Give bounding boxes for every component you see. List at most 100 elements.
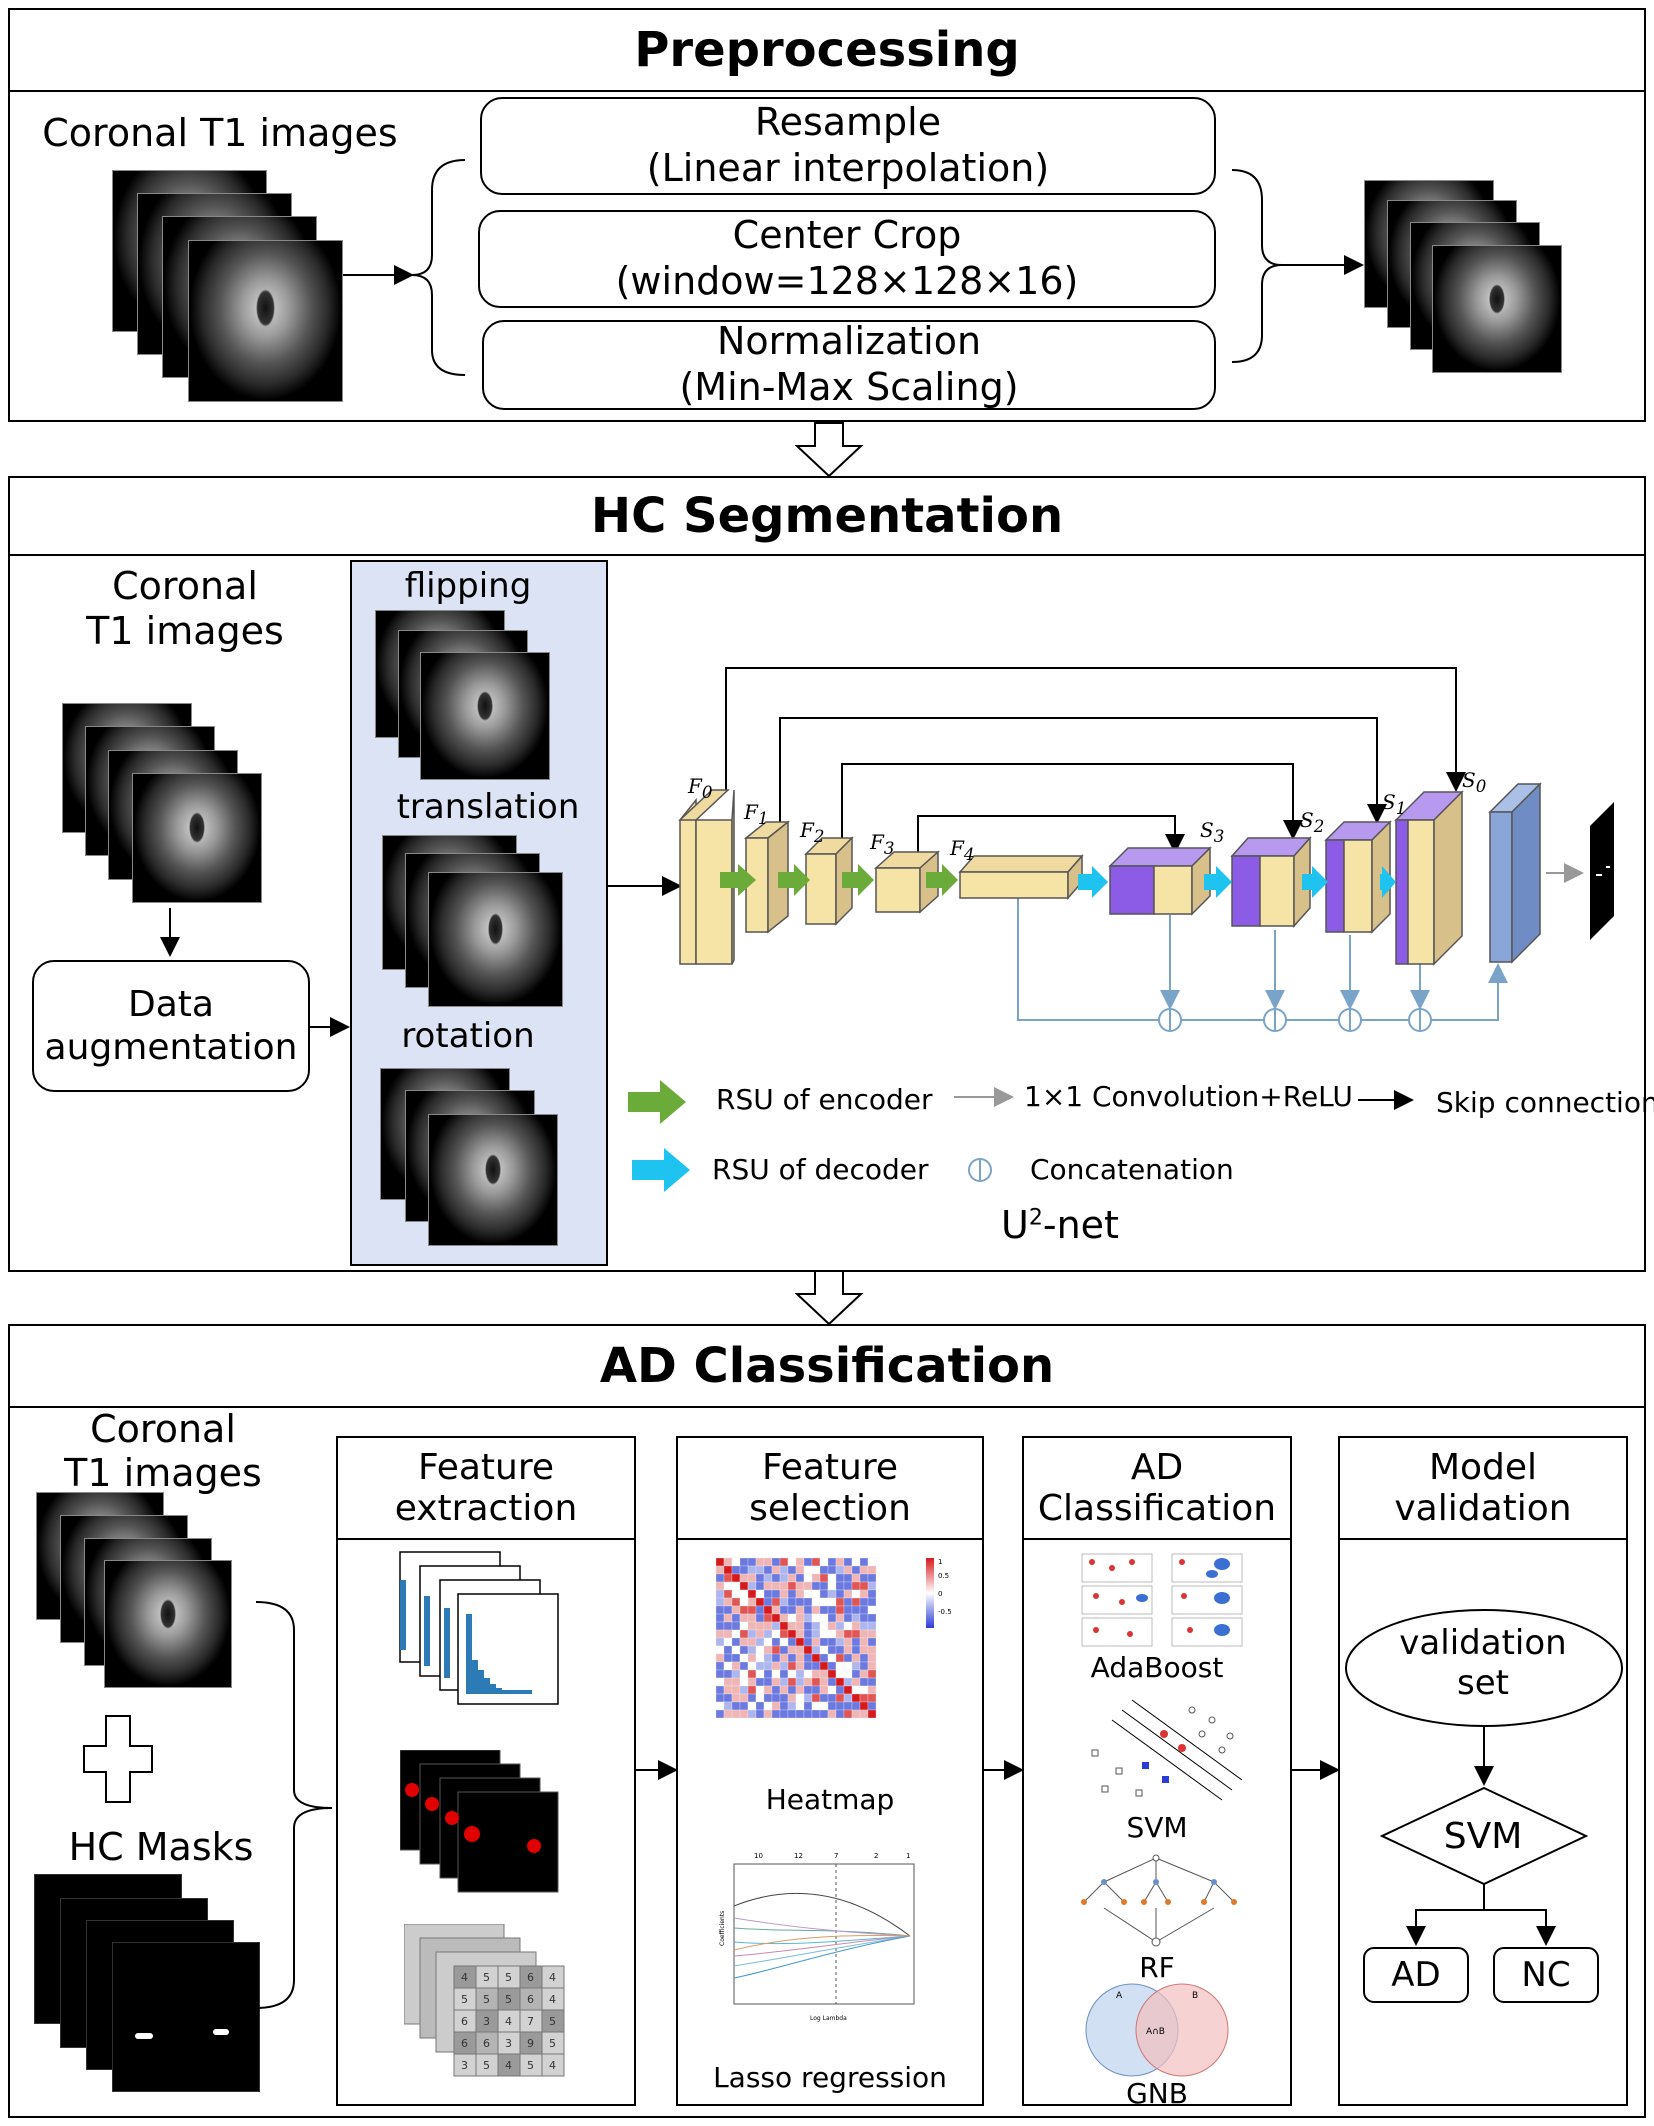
heatmap-cell xyxy=(843,1685,853,1695)
ad-classification-column: AD Classification AdaBoost SVM xyxy=(1022,1436,1292,2110)
heatmap-cell xyxy=(755,1637,765,1647)
heatmap-cell xyxy=(715,1661,725,1671)
heatmap-cell xyxy=(811,1637,821,1647)
classification-title: AD Classification xyxy=(10,1326,1644,1408)
heatmap-cell xyxy=(795,1629,805,1639)
heatmap-cell xyxy=(819,1621,829,1631)
validation-flow xyxy=(1345,1609,1623,2003)
heatmap-cell xyxy=(755,1629,765,1639)
heatmap-cell xyxy=(851,1693,861,1703)
heatmap-cell xyxy=(867,1557,877,1567)
heatmap-cell xyxy=(795,1589,805,1599)
heatmap-cell xyxy=(755,1581,765,1591)
heatmap-cell xyxy=(795,1693,805,1703)
heatmap-cell xyxy=(803,1693,813,1703)
heatmap-cell xyxy=(843,1701,853,1711)
heatmap-cell xyxy=(859,1653,869,1663)
heatmap-cell xyxy=(867,1597,877,1607)
heatmap-cell xyxy=(835,1589,845,1599)
decoder-block-s3 xyxy=(1108,846,1212,916)
heatmap-cell xyxy=(859,1629,869,1639)
heatmap-cell xyxy=(843,1637,853,1647)
heatmap-cell xyxy=(747,1693,757,1703)
heatmap-cell xyxy=(723,1573,733,1583)
heatmap-cell xyxy=(819,1685,829,1695)
heatmap-cell xyxy=(827,1557,837,1567)
heatmap-cell xyxy=(827,1597,837,1607)
heatmap-cell xyxy=(771,1565,781,1575)
heatmap-cell xyxy=(747,1701,757,1711)
heatmap-cell xyxy=(787,1701,797,1711)
heatmap-cell xyxy=(771,1693,781,1703)
heatmap-cell xyxy=(787,1589,797,1599)
heatmap-cell xyxy=(859,1677,869,1687)
heatmap-cell xyxy=(755,1557,765,1567)
heatmap-cell xyxy=(731,1565,741,1575)
heatmap-cell xyxy=(763,1645,773,1655)
heatmap-cell xyxy=(859,1661,869,1671)
label-f4-letter: F xyxy=(950,836,964,860)
heatmap-cell xyxy=(771,1613,781,1623)
model-validation-header: Model validation xyxy=(1340,1438,1626,1540)
heatmap-cell xyxy=(787,1669,797,1679)
heatmap-cell xyxy=(723,1605,733,1615)
label-s3-letter: S xyxy=(1200,818,1214,842)
heatmap-cell xyxy=(755,1685,765,1695)
normalization-title: Normalization xyxy=(716,319,982,364)
heatmap-cell xyxy=(755,1661,765,1671)
lasso-label: Lasso regression xyxy=(713,2061,947,2094)
heatmap-cell xyxy=(747,1573,757,1583)
heatmap-cell xyxy=(859,1597,869,1607)
heatmap-cell xyxy=(723,1597,733,1607)
heatmap-cell xyxy=(867,1685,877,1695)
glcm-cell-value: 5 xyxy=(527,2059,534,2072)
heatmap-cell xyxy=(787,1605,797,1615)
heatmap-cell xyxy=(843,1645,853,1655)
heatmap-cell xyxy=(763,1557,773,1567)
heatmap-cell xyxy=(755,1613,765,1623)
gnb-venn-icon: A B A∩B xyxy=(1085,1983,1229,2077)
heatmap-cell xyxy=(739,1677,749,1687)
label-s1: S1 xyxy=(1382,790,1406,818)
heatmap-cell xyxy=(803,1581,813,1591)
hc-mask-left xyxy=(135,2033,153,2039)
heatmap-cell xyxy=(723,1677,733,1687)
heatmap-scale-1: 1 xyxy=(938,1558,942,1566)
heatmap-cell xyxy=(787,1621,797,1631)
legend-encoder-label: RSU of encoder xyxy=(716,1083,933,1116)
preprocessing-panel: Preprocessing xyxy=(8,8,1646,422)
heatmap-cell xyxy=(787,1685,797,1695)
heatmap-cell xyxy=(771,1685,781,1695)
heatmap-cell xyxy=(723,1661,733,1671)
heatmap-cell xyxy=(787,1581,797,1591)
lasso-top-tick: 7 xyxy=(834,1852,838,1860)
heatmap-cell xyxy=(867,1669,877,1679)
heatmap-cell xyxy=(755,1653,765,1663)
label-f0: F0 xyxy=(688,774,713,802)
label-f2-sub: 2 xyxy=(813,827,825,846)
heatmap-cell xyxy=(715,1613,725,1623)
heatmap-cell xyxy=(763,1661,773,1671)
heatmap-cell xyxy=(731,1581,741,1591)
svm-classifier-label: SVM xyxy=(1126,1811,1188,1844)
heatmap-cell xyxy=(851,1557,861,1567)
glcm-cell-value: 5 xyxy=(483,1993,490,2006)
glcm-cell-value: 5 xyxy=(549,2015,556,2028)
heatmap-cell xyxy=(715,1557,725,1567)
resample-box: Resample (Linear interpolation) xyxy=(480,97,1216,195)
feature-selection-header: Feature selection xyxy=(678,1438,982,1540)
u2net-suffix: -net xyxy=(1042,1203,1119,1247)
encoder-block-f4 xyxy=(958,854,1084,900)
heatmap-cell xyxy=(851,1701,861,1711)
label-s0: S0 xyxy=(1462,768,1486,796)
lasso-xlabel: Log Lambda xyxy=(810,2015,847,2022)
heatmap-cell xyxy=(779,1605,789,1615)
svm-icon xyxy=(1091,1699,1243,1801)
heatmap-cell xyxy=(739,1653,749,1663)
heatmap-cell xyxy=(739,1613,749,1623)
label-f3-sub: 3 xyxy=(883,839,895,858)
rf-label: RF xyxy=(1139,1951,1175,1984)
venn-label-b: B xyxy=(1192,1991,1198,2001)
heatmap-cell xyxy=(763,1589,773,1599)
glcm-cell-value: 4 xyxy=(505,2059,512,2072)
